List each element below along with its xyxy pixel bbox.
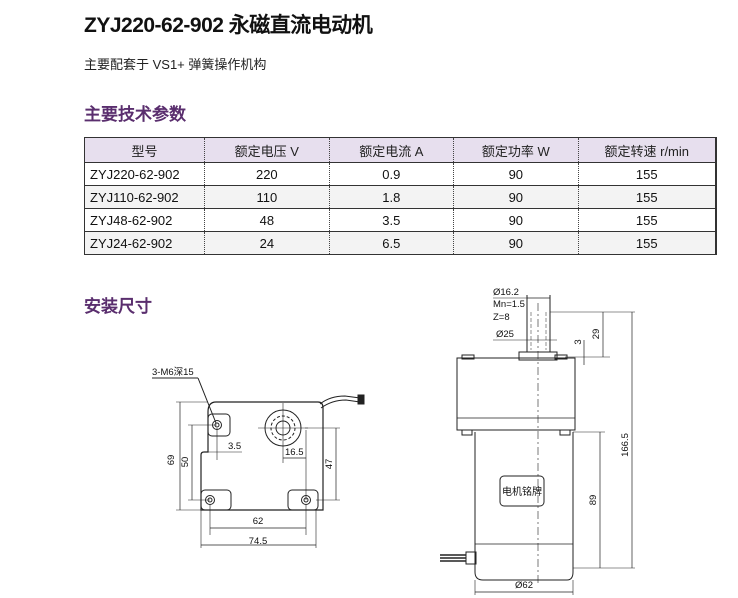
dim-50: 50 <box>180 457 191 468</box>
spec-table: 型号 额定电压 V 额定电流 A 额定功率 W 额定转速 r/min ZYJ22… <box>83 137 717 255</box>
table-row: ZYJ48-62-902 48 3.5 90 155 <box>83 208 716 232</box>
cell-speed: 155 <box>577 231 716 255</box>
section-heading-dimensions: 安装尺寸 <box>84 297 152 316</box>
column-header-speed: 额定转速 r/min <box>577 137 716 163</box>
dim-47: 47 <box>324 459 335 470</box>
cell-speed: 155 <box>577 162 716 186</box>
shaft-diameter-label: Ø16.2 <box>493 287 519 298</box>
dim-69: 69 <box>166 455 177 466</box>
column-header-model: 型号 <box>83 137 205 163</box>
table-row: ZYJ110-62-902 110 1.8 90 155 <box>83 185 716 209</box>
table-header-row: 型号 额定电压 V 额定电流 A 额定功率 W 额定转速 r/min <box>83 137 716 163</box>
cell-current: 3.5 <box>328 208 454 232</box>
dim-74-5: 74.5 <box>249 536 268 547</box>
cell-current: 1.8 <box>328 185 454 209</box>
module-label: Mn=1.5 <box>493 299 525 310</box>
table-row: ZYJ220-62-902 220 0.9 90 155 <box>83 162 716 186</box>
column-header-voltage: 额定电压 V <box>204 137 330 163</box>
column-header-current: 额定电流 A <box>328 137 454 163</box>
page-subtitle: 主要配套于 VS1+ 弹簧操作机构 <box>84 57 267 72</box>
cell-voltage: 24 <box>204 231 330 255</box>
dim-29: 29 <box>591 329 602 340</box>
cell-power: 90 <box>453 231 579 255</box>
cell-voltage: 48 <box>204 208 330 232</box>
page-title: ZYJ220-62-902 永磁直流电动机 <box>84 14 373 37</box>
cell-model: ZYJ110-62-902 <box>83 185 205 209</box>
cell-speed: 155 <box>577 185 716 209</box>
dim-89: 89 <box>588 495 599 506</box>
cell-current: 6.5 <box>328 231 454 255</box>
cell-speed: 155 <box>577 208 716 232</box>
cell-power: 90 <box>453 208 579 232</box>
dim-3-5: 3.5 <box>228 441 241 452</box>
cell-power: 90 <box>453 185 579 209</box>
section-heading-specs: 主要技术参数 <box>84 105 186 124</box>
dim-62: 62 <box>253 516 264 527</box>
boss-diameter-label: Ø25 <box>496 329 514 340</box>
cell-model: ZYJ220-62-902 <box>83 162 205 186</box>
cell-current: 0.9 <box>328 162 454 186</box>
hole-note-label: 3-M6深15 <box>152 367 194 378</box>
cell-model: ZYJ24-62-902 <box>83 231 205 255</box>
dim-166-5: 166.5 <box>620 433 631 457</box>
dim-62-dia: Ø62 <box>515 580 533 591</box>
dim-16-5: 16.5 <box>285 447 304 458</box>
nameplate-label: 电机铭牌 <box>502 485 542 498</box>
column-header-power: 额定功率 W <box>453 137 579 163</box>
cell-model: ZYJ48-62-902 <box>83 208 205 232</box>
cell-voltage: 110 <box>204 185 330 209</box>
dim-3: 3 <box>573 339 584 344</box>
teeth-label: Z=8 <box>493 312 510 323</box>
cell-voltage: 220 <box>204 162 330 186</box>
table-row: ZYJ24-62-902 24 6.5 90 155 <box>83 231 716 255</box>
cell-power: 90 <box>453 162 579 186</box>
